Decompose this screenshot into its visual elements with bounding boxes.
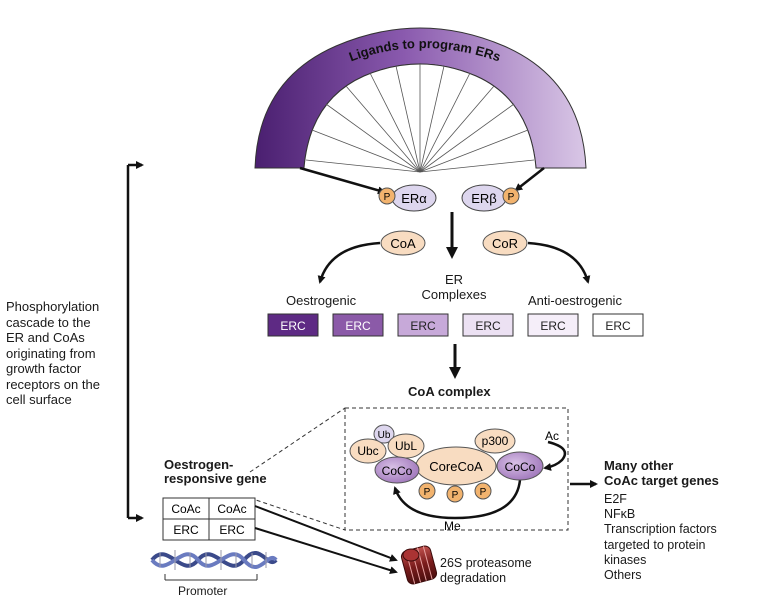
erc-box-1: ERC [267,313,319,337]
er-beta-label: ERβ [471,191,497,206]
promoter-bracket [164,574,258,581]
p300-node [474,428,516,454]
erc-box-6: ERC [592,313,644,337]
coa-node: CoA [380,230,426,256]
arrow-fan-to-erbeta [514,167,545,192]
coa-complex-title: CoA complex [408,384,491,399]
phospho-beta-label: P [508,192,515,203]
gene-coac-2: CoAc [217,502,246,516]
cor-node: CoR [482,230,528,256]
ac-label: Ac [545,429,559,443]
phospho-beta: P [502,187,520,205]
zoom-line-top [249,407,346,473]
ubc-node [349,438,387,464]
p-label-2: P [452,490,459,501]
p-node-2 [446,485,464,503]
svg-text:ERC: ERC [345,319,371,333]
svg-text:ERC: ERC [475,319,501,333]
ub-label: Ub [378,430,391,441]
ligand-rays [305,63,535,173]
phosphorylation-note: Phosphorylation cascade to the ER and Co… [6,299,100,407]
p-node-1 [418,482,436,500]
phospho-alpha-label: P [384,192,391,203]
proteasome-label: 26S proteasome degradation [440,556,532,585]
gene-box-grid: CoAc CoAc ERC ERC [162,497,256,541]
arrow-fan-to-eralpha [299,166,386,195]
corecoa-label: CoreCoA [429,459,483,474]
p-label-3: P [480,487,487,498]
ubl-label: UbL [395,439,417,453]
ubc-label: Ubc [357,444,378,458]
ub-node [373,424,395,444]
ligand-fan: Ligands to program ERs [254,27,587,173]
target-item-e2f: E2F [604,492,627,506]
zoom-line-bottom [249,497,346,531]
gene-title: Oestrogen- responsive gene [164,457,267,486]
p-label-1: P [424,487,431,498]
gene-erc-1: ERC [173,523,199,537]
promoter-label: Promoter [178,584,228,598]
target-item-kinases: kinases [604,552,647,567]
coa-label: CoA [390,236,416,251]
dna-helix [150,550,278,570]
cor-label: CoR [492,236,518,251]
p300-label: p300 [482,434,509,448]
svg-text:ERC: ERC [540,319,566,333]
target-item-others: Others [604,568,642,583]
coco-left-node [374,456,420,484]
phospho-alpha: P [378,187,396,205]
proteasome-icon [400,545,438,585]
svg-text:ERC: ERC [280,319,306,333]
erc-box-4: ERC [462,313,514,337]
er-beta-receptor: ERβ [461,184,507,212]
er-alpha-label: ERα [401,191,427,206]
target-item-tf-2: targeted to protein [604,537,706,552]
targets-title: Many other CoAc target genes [604,458,719,488]
coco-right-label: CoCo [505,460,536,474]
arrow-erc-to-proteasome [254,527,398,575]
anti-oestrogenic-label: Anti-oestrogenic [528,293,622,308]
me-arrow [393,479,522,520]
gene-coac-1: CoAc [171,502,200,516]
target-item-tf: Transcription factors [604,522,717,537]
arrow-coa-to-oestrogenic [317,241,381,284]
svg-text:ERC: ERC [410,319,436,333]
p-node-3 [474,482,492,500]
erc-box-5: ERC [527,313,579,337]
me-label: Me [444,519,461,533]
complex-internals: CoreCoA Ub Ubc UbL CoCo CoCo p300 P P P … [349,424,567,533]
target-item-nfkb: NFκB [604,507,636,522]
ac-arrow [543,440,567,471]
er-complexes-label: ER Complexes [421,272,487,302]
coco-left-label: CoCo [382,464,413,478]
er-alpha-receptor: ERα [391,184,437,212]
phosphorylation-bracket [126,161,144,522]
erc-box-3: ERC [397,313,449,337]
arrow-coac-to-proteasome [254,505,398,562]
coco-right-node [496,451,544,481]
svg-text:ERC: ERC [605,319,631,333]
oestrogenic-label: Oestrogenic [286,293,357,308]
coa-complex-box [344,407,569,531]
gene-erc-2: ERC [219,523,245,537]
erc-box-2: ERC [332,313,384,337]
targets-list: E2F NFκB Transcription factors targeted … [604,492,717,583]
arrow-cor-to-antioestrogenic [527,241,591,284]
